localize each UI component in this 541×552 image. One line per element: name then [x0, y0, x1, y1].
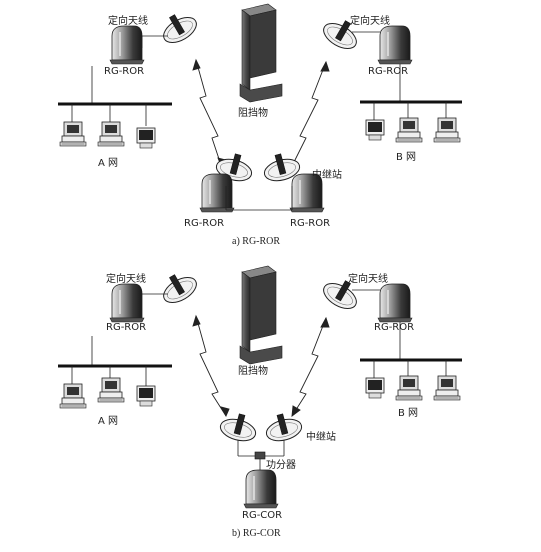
router-label-top-left-b: RG-ROR — [106, 322, 147, 333]
monitor-b1 — [365, 119, 385, 141]
net-label-left-b: A 网 — [98, 416, 119, 427]
antenna-top-left-a — [155, 6, 202, 49]
pc-a1 — [59, 121, 87, 147]
pc-a2-b — [97, 377, 125, 403]
relay-antenna-left-b — [217, 409, 261, 445]
diagram-a — [58, 3, 462, 213]
wireless-link-left-b — [192, 314, 230, 418]
obstacle-building-a — [239, 3, 283, 103]
router-label-top-right-b: RG-ROR — [374, 322, 415, 333]
pc-b3-b — [433, 375, 461, 401]
relay-antenna-right-b — [261, 409, 305, 445]
monitor-a3-b — [136, 385, 156, 407]
pc-a2 — [97, 121, 125, 147]
net-label-right-a: B 网 — [396, 152, 417, 163]
power-splitter — [254, 451, 266, 460]
diagram-b — [58, 265, 462, 509]
net-label-right-b: B 网 — [398, 408, 419, 419]
antenna-top-left-b — [155, 266, 202, 309]
router-top-right-a — [377, 25, 413, 65]
router-top-right-b — [377, 283, 413, 323]
net-label-left-a: A 网 — [98, 158, 119, 169]
obstacle-label-b: 阻挡物 — [238, 366, 268, 377]
wireless-link-right-a — [289, 60, 330, 172]
lan-a-top — [58, 66, 172, 149]
relay-label-a: 中继站 — [312, 170, 342, 181]
caption-a: a) RG-ROR — [232, 236, 281, 247]
obstacle-building-b — [239, 265, 283, 365]
caption-b: b) RG-COR — [232, 528, 281, 539]
pc-b2 — [395, 117, 423, 143]
lan-b-top — [360, 64, 462, 143]
splitter-label-b: 功分器 — [266, 460, 296, 471]
antenna-label-top-right-a: 定向天线 — [350, 16, 390, 27]
lan-b-bottom — [360, 322, 462, 401]
relay-label-b: 中继站 — [306, 432, 336, 443]
obstacle-label-a: 阻挡物 — [238, 108, 268, 119]
relay-router-b — [243, 469, 279, 509]
relay-router-label-left-a: RG-ROR — [184, 218, 225, 229]
lan-a-bottom — [58, 336, 172, 409]
monitor-a3 — [136, 127, 156, 149]
antenna-label-top-left-b: 定向天线 — [106, 274, 146, 285]
router-top-left-a — [109, 25, 145, 65]
pc-b3 — [433, 117, 461, 143]
router-label-top-left-a: RG-ROR — [104, 66, 145, 77]
relay-router-left-a — [199, 173, 235, 213]
pc-a1-b — [59, 383, 87, 409]
router-top-left-b — [109, 283, 145, 323]
router-label-top-right-a: RG-ROR — [368, 66, 409, 77]
monitor-b1-b — [365, 377, 385, 399]
wireless-link-right-b — [291, 316, 330, 417]
antenna-label-top-right-b: 定向天线 — [348, 274, 388, 285]
wireless-link-left-a — [192, 58, 227, 170]
relay-router-label-right-a: RG-ROR — [290, 218, 331, 229]
relay-router-label-b: RG-COR — [242, 510, 283, 521]
antenna-label-top-left-a: 定向天线 — [108, 16, 148, 27]
pc-b2-b — [395, 375, 423, 401]
